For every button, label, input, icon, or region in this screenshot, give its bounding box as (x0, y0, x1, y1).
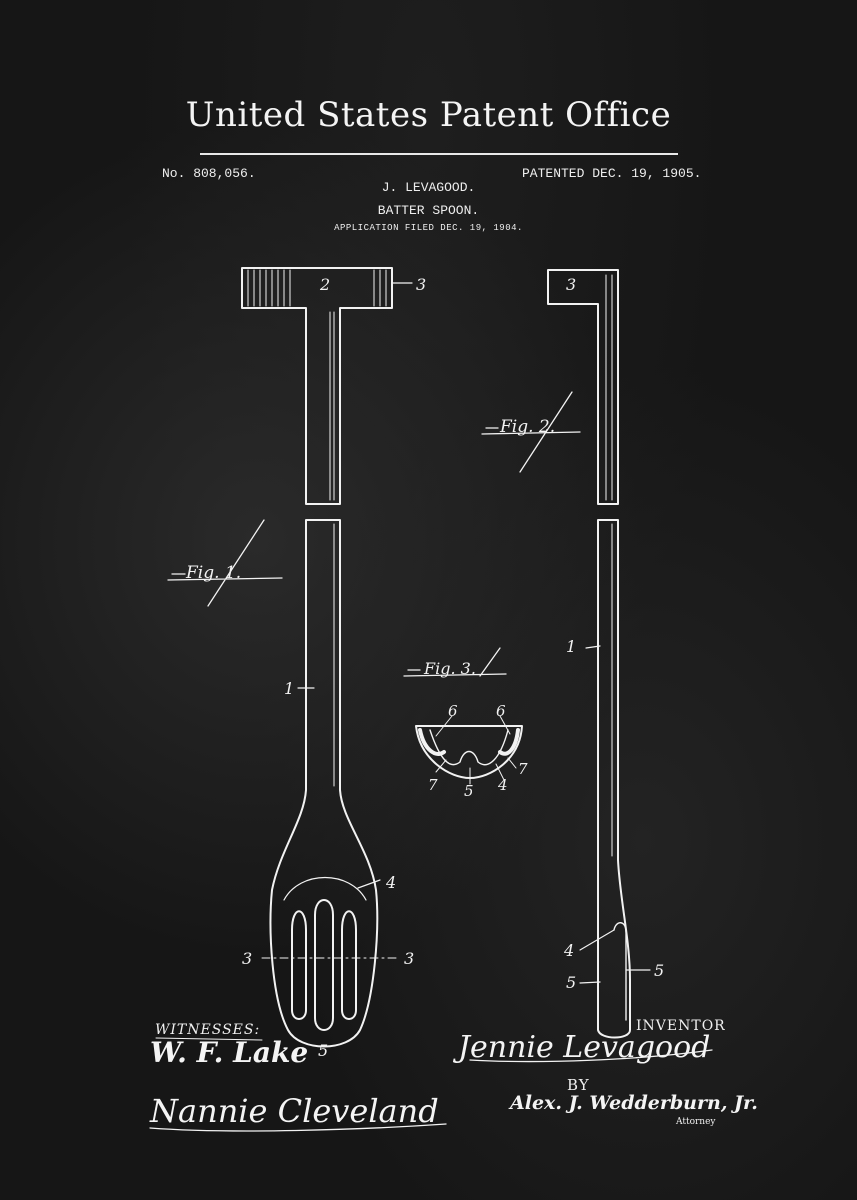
by-label: BY (567, 1076, 590, 1094)
ref-2-fig1: 2 (319, 275, 330, 294)
ref-3-fig1-right: 3 (404, 949, 414, 968)
inventor-label: INVENTOR (636, 1018, 726, 1034)
attorney-label: Attorney (676, 1117, 716, 1127)
ref-6-fig3-right: 6 (496, 702, 506, 720)
ref-3-fig1-left: 3 (242, 949, 252, 968)
ref-6-fig3-left: 6 (448, 702, 458, 720)
ref-4-fig3: 4 (497, 776, 508, 794)
fig1-label: Fig. 1. (185, 563, 241, 583)
ref-3-fig2: 3 (566, 275, 576, 294)
witness1-signature: W. F. Lake (150, 1036, 309, 1069)
witnesses-label: WITNESSES: (155, 1022, 261, 1038)
fig1-bowl-slots (283, 877, 367, 1031)
fig2-spoon-side (481, 269, 651, 1039)
witness-signature-flourish (149, 1123, 447, 1132)
fig3-label: Fig. 3. (423, 659, 476, 678)
title-divider (200, 153, 678, 155)
inventor-signature: Jennie Levagood (458, 1030, 711, 1065)
fig3-section (403, 647, 523, 785)
ref-3-fig1-top: 3 (416, 275, 426, 294)
patent-number: No. 808,056. (162, 166, 256, 181)
witness-line (155, 1037, 263, 1041)
ref-5-fig2-left: 5 (566, 973, 576, 992)
ref-5-fig3: 5 (464, 782, 474, 800)
ref-7-fig3-right: 7 (518, 760, 528, 778)
fig2-label: Fig. 2. (499, 417, 555, 437)
application-filed: APPLICATION FILED DEC. 19, 1904. (334, 223, 523, 233)
fig1-handle-lower (269, 519, 379, 1048)
attorney-signature: Alex. J. Wedderburn, Jr. (510, 1092, 758, 1114)
patent-date: PATENTED DEC. 19, 1905. (522, 166, 702, 181)
ref-1-fig2: 1 (566, 637, 576, 656)
ref-4-fig2: 4 (563, 941, 574, 960)
inventor-signature-flourish (469, 1049, 713, 1063)
fig2-handle-lower (597, 519, 631, 1039)
inventor-name: J. LEVAGOOD. (381, 180, 476, 195)
document-title: BATTER SPOON. (377, 203, 480, 218)
fig1-crossbar-hatch (247, 269, 387, 501)
drawing-labels: Fig. 1. Fig. 2. Fig. 3. 2 3 1 4 3 3 5 3 … (185, 275, 664, 1060)
ref-4-fig1: 4 (385, 873, 396, 892)
ref-5-fig1: 5 (318, 1041, 328, 1060)
witness2-signature: Nannie Cleveland (150, 1092, 439, 1130)
ref-7-fig3-left: 7 (428, 776, 438, 794)
ref-5-fig2-right: 5 (654, 961, 664, 980)
fig2-handle-top (547, 269, 619, 505)
fig1-handle-top (241, 267, 393, 505)
ref-1-fig1: 1 (284, 679, 294, 698)
fig1-spoon-front (167, 267, 413, 1048)
page-title: United States Patent Office (185, 95, 672, 135)
